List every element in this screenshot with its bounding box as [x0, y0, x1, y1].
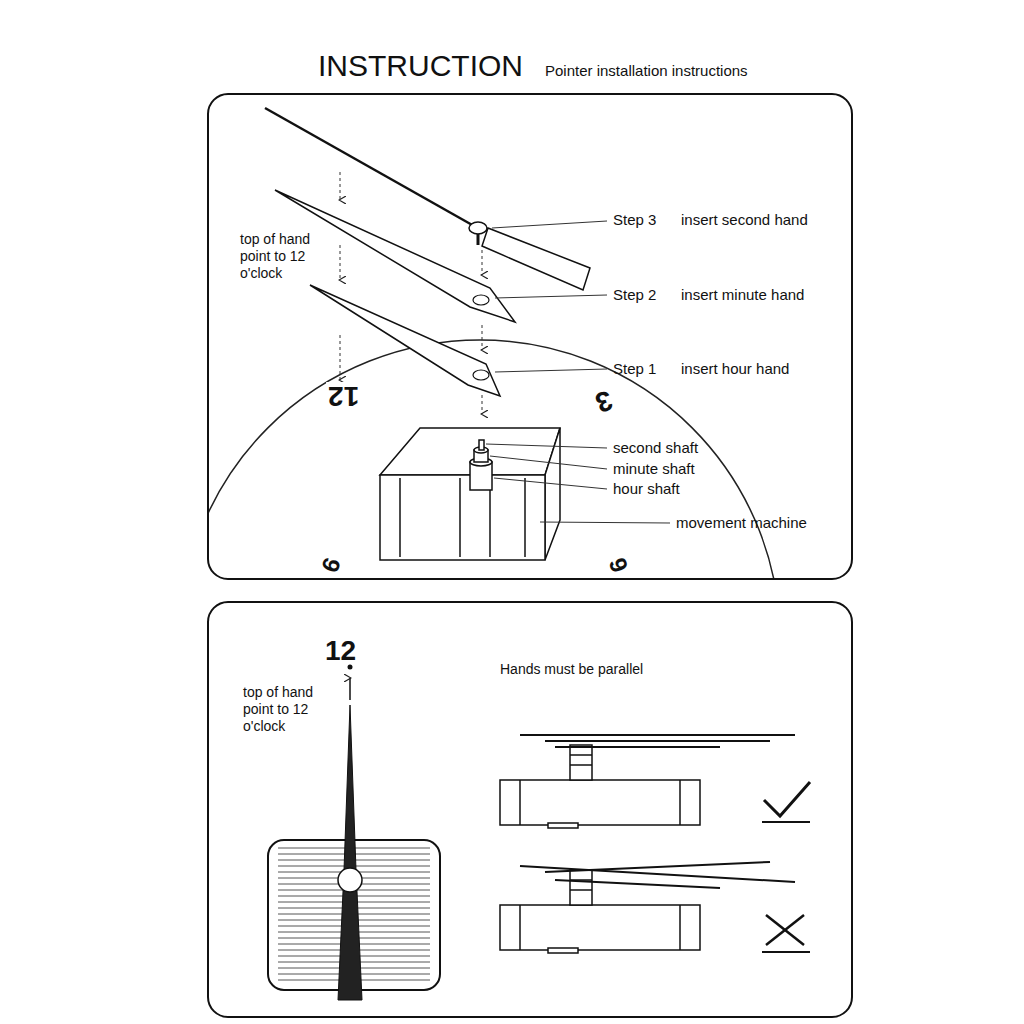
instruction-note: top of hand point to 12 o'clock [240, 231, 332, 281]
panel-frame [208, 94, 852, 579]
side-view-correct [500, 735, 795, 828]
note: Hands must be parallel [500, 661, 643, 678]
page-title: INSTRUCTION [318, 48, 523, 84]
up-arrow [349, 678, 351, 700]
part-label: minute shaft [613, 460, 695, 478]
movement-front [268, 705, 440, 1000]
clock-movement [380, 428, 560, 560]
panel-frame [208, 602, 852, 1017]
cross-mark [762, 915, 810, 952]
step-text: insert second hand [681, 211, 808, 229]
check-mark [762, 782, 810, 822]
step-label: Step 3 [613, 211, 656, 229]
minute-hand [275, 190, 515, 322]
dial-number: 3 [590, 384, 618, 417]
step-label: Step 2 [613, 286, 656, 304]
step-text: insert minute hand [681, 286, 804, 304]
step-text: insert hour hand [681, 360, 789, 378]
dial-number: 12 [325, 634, 356, 668]
side-view-wrong [500, 862, 795, 953]
hour-hand [310, 285, 500, 396]
instruction-note: top of hand point to 12 o'clock [243, 684, 335, 734]
dial-number: 12 [326, 382, 361, 410]
part-label: second shaft [613, 439, 698, 457]
dial-number: 6 [604, 553, 632, 578]
part-label: hour shaft [613, 480, 680, 498]
part-label: movement machine [676, 514, 807, 532]
subtitle: Pointer installation instructions [545, 62, 748, 80]
leader-lines [486, 221, 670, 523]
step-label: Step 1 [613, 360, 656, 378]
dial-number: 9 [316, 553, 344, 578]
